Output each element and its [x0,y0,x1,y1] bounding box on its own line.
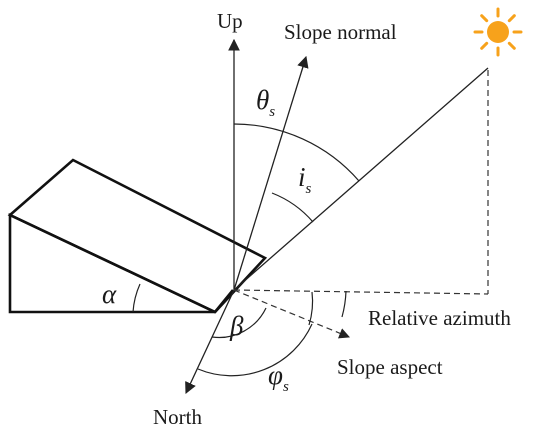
north-label: North [153,405,202,429]
slope-normal-label: Slope normal [284,20,397,44]
relative-azimuth-arc [308,291,314,326]
slope-normal-line [233,55,309,291]
slope-block [7,158,268,314]
phi-symbol: φs [268,360,289,395]
sun-ray-line [233,67,489,291]
alpha-symbol: α [102,279,117,309]
slope-block-top-face [7,158,268,314]
slope-aspect-line [233,289,350,339]
beta-angle-arc [211,307,267,339]
north-direction-line [185,289,235,395]
relative-azimuth-arc-tick [341,290,347,318]
i-symbol: is [298,162,312,197]
relative-azimuth-label: Relative azimuth [368,306,511,330]
sun-icon [473,7,523,57]
phi-angle-arc [197,323,313,377]
up-label: Up [217,9,243,33]
slope-aspect-label: Slope aspect [337,355,443,379]
sun-projection-horizontal [233,289,489,295]
beta-symbol: β [229,311,244,341]
theta-angle-arc [233,123,360,182]
theta-symbol: θs [256,85,275,120]
alpha-angle-arc [132,283,141,313]
slope-block-base-edge [213,289,235,313]
i-angle-arc [271,192,314,223]
